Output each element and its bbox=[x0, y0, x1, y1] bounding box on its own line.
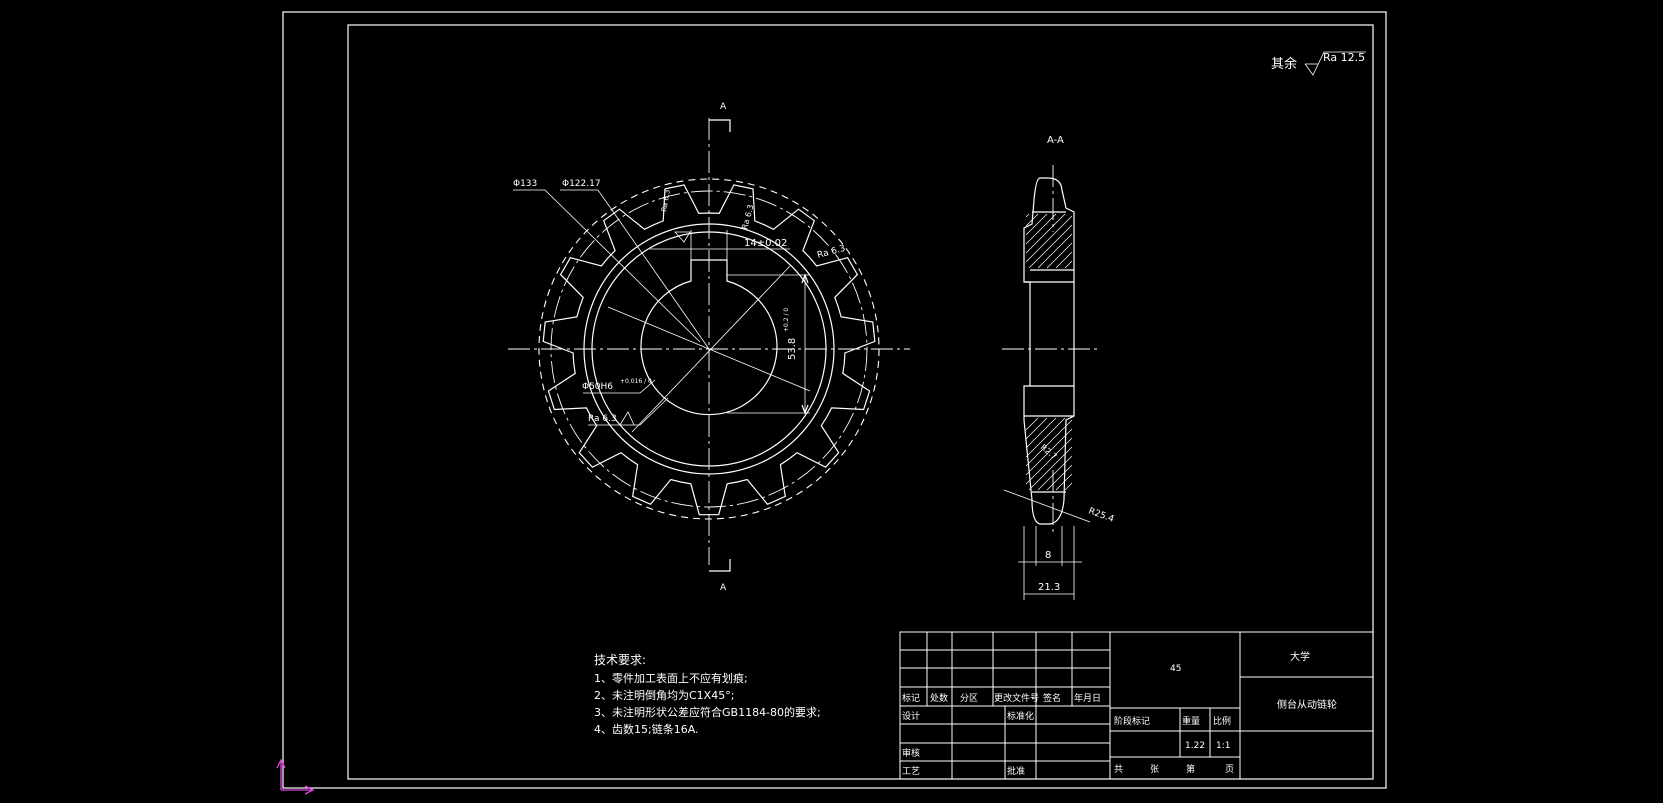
rev-header: 年月日 bbox=[1074, 692, 1101, 704]
hatch-line bbox=[1025, 213, 1039, 227]
general-roughness-note: 其余 Ra 12.5 bbox=[1271, 51, 1366, 76]
hub-outer-circle bbox=[583, 223, 835, 475]
hatch-line bbox=[1037, 233, 1073, 269]
row-label-process: 工艺 bbox=[902, 766, 920, 777]
stage-header: 重量 bbox=[1182, 715, 1200, 727]
section-outline bbox=[1023, 177, 1075, 525]
scale-value: 1:1 bbox=[1216, 741, 1230, 751]
sheet-info: 第 bbox=[1186, 763, 1195, 775]
dim-bore-tolerance: +0.016 / 0 bbox=[620, 378, 652, 385]
hatch-line bbox=[1028, 446, 1073, 491]
hatch-line bbox=[1025, 213, 1057, 245]
hatch-line bbox=[1064, 260, 1073, 269]
sprocket-section-view: A-A 8 21.3 R25.4 R2.7 bbox=[1002, 135, 1115, 600]
tech-req-item: 1、零件加工表面上不应有划痕; bbox=[594, 671, 748, 685]
sheet-info: 张 bbox=[1150, 764, 1159, 775]
tech-req-title: 技术要求: bbox=[594, 653, 646, 667]
dim-key-depth: 53.8 bbox=[787, 338, 798, 360]
dim-pitch-diameter: Φ122.17 bbox=[562, 179, 601, 189]
rev-header: 更改文件号 bbox=[994, 692, 1039, 704]
school-name: 大学 bbox=[1290, 650, 1310, 663]
dim-bore-diameter: Φ50H6 bbox=[582, 382, 613, 392]
tech-req-item: 4、齿数15;链条16A. bbox=[594, 722, 699, 736]
roughness-symbol-icon bbox=[1304, 51, 1366, 76]
rev-header: 签名 bbox=[1043, 692, 1061, 704]
sheet-info: 共 bbox=[1114, 764, 1123, 775]
dim-outer-diameter: Φ133 bbox=[513, 179, 537, 189]
row-label-review: 审核 bbox=[902, 747, 920, 759]
dim-keyway-width: 14±0.02 bbox=[744, 238, 787, 249]
dim-radius: R25.4 bbox=[1087, 506, 1115, 524]
ra-bore-label: Ra 6.3 bbox=[588, 414, 617, 424]
hatch-line bbox=[1055, 251, 1073, 269]
pitch-circle bbox=[550, 190, 868, 508]
hatch-line bbox=[1025, 417, 1039, 431]
roughness-value: Ra 12.5 bbox=[1323, 51, 1365, 64]
hatch-line bbox=[1025, 213, 1066, 254]
hatch-line bbox=[1025, 428, 1073, 476]
hatch-line bbox=[1064, 482, 1073, 491]
tooth-profile bbox=[542, 184, 876, 516]
outer-diameter-circle bbox=[538, 178, 880, 520]
ucs-axis-icon bbox=[276, 758, 315, 795]
hatch-line bbox=[1028, 224, 1073, 269]
section-mark-bottom-label: A bbox=[720, 583, 727, 593]
inner-drawing-frame bbox=[347, 24, 1374, 780]
technical-requirements: 技术要求: 1、零件加工表面上不应有划痕; 2、未注明倒角均为C1X45°; 3… bbox=[594, 653, 821, 736]
hatch-line bbox=[1025, 417, 1048, 440]
sprocket-front-view: A A Φ133 Φ122.17 14±0.02 53.8 +0.2 / 0 Φ… bbox=[508, 102, 910, 593]
row-label-design: 设计 bbox=[902, 710, 920, 722]
sheet-info: 页 bbox=[1225, 764, 1234, 775]
rev-header: 处数 bbox=[930, 692, 948, 704]
hatch-line bbox=[1025, 215, 1073, 263]
dim-key-depth-tol: +0.2 / 0 bbox=[783, 308, 790, 332]
stage-header: 阶段标记 bbox=[1114, 715, 1150, 727]
section-mark-top-label: A bbox=[720, 102, 727, 112]
hatch-line bbox=[1046, 464, 1073, 491]
hatch-line bbox=[1025, 437, 1073, 485]
hatch-line bbox=[1046, 242, 1073, 269]
hatching-upper bbox=[1025, 213, 1073, 269]
hatching-lower bbox=[1025, 417, 1073, 491]
ra-side-label: Ra 6.3 bbox=[816, 244, 846, 261]
dim-hub-width: 8 bbox=[1045, 550, 1051, 561]
roughness-label: 其余 bbox=[1271, 56, 1297, 72]
title-block: 标记 处数 分区 更改文件号 签名 年月日 设计 标准化 审核 工艺 批准 45… bbox=[899, 631, 1374, 780]
section-cut-mark-bottom bbox=[709, 559, 731, 572]
row-label-approve: 批准 bbox=[1007, 765, 1025, 777]
hatch-line bbox=[1025, 213, 1030, 218]
hatch-line bbox=[1025, 417, 1066, 458]
tech-req-item: 2、未注明倒角均为C1X45°; bbox=[594, 688, 734, 702]
ra-tooth-label: Ra 6.3 bbox=[740, 203, 755, 230]
tech-req-item: 3、未注明形状公差应符合GB1184-80的要求; bbox=[594, 705, 821, 719]
row-label-standard: 标准化 bbox=[1007, 710, 1034, 722]
hatch-line bbox=[1025, 419, 1073, 467]
section-cut-mark-top bbox=[709, 119, 731, 132]
rev-header: 分区 bbox=[960, 693, 978, 704]
outer-sheet-border bbox=[282, 11, 1387, 789]
hub-inner-circle bbox=[591, 231, 827, 467]
section-view-title: A-A bbox=[1047, 135, 1064, 146]
hatch-line bbox=[1037, 455, 1073, 491]
drawing-name: 侧台从动链轮 bbox=[1277, 698, 1337, 711]
hatch-line bbox=[1025, 213, 1048, 236]
dim-total-width: 21.3 bbox=[1038, 582, 1060, 593]
weight-value: 1.22 bbox=[1185, 741, 1205, 751]
rev-header: 标记 bbox=[902, 692, 920, 704]
material-label: 45 bbox=[1170, 664, 1181, 674]
stage-header: 比例 bbox=[1213, 715, 1231, 727]
hatch-line bbox=[1055, 473, 1073, 491]
hatch-line bbox=[1025, 417, 1057, 449]
svg-text:Ra 6.3: Ra 6.3 bbox=[660, 189, 672, 212]
